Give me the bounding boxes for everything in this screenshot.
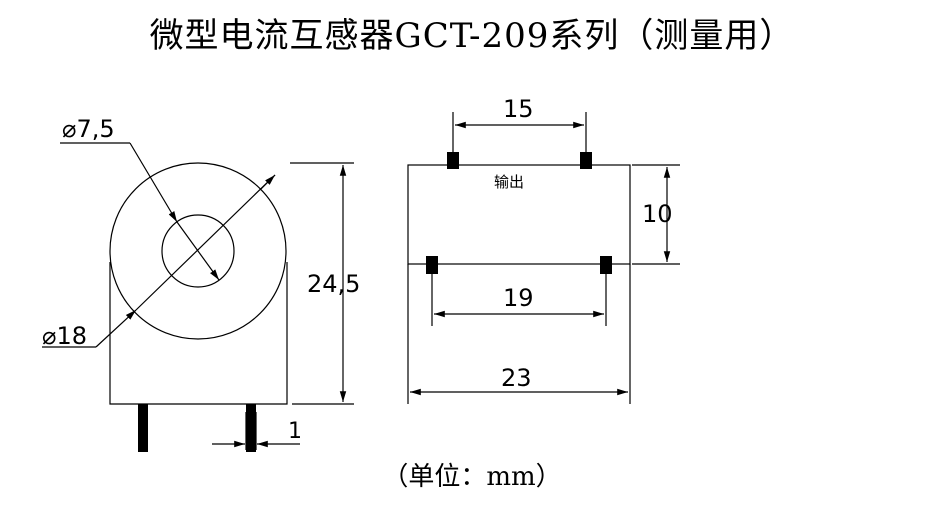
outer-ring — [109, 162, 287, 340]
outer-diameter-label: ⌀18 — [42, 322, 87, 350]
front-view — [42, 142, 354, 452]
side-pin-bottom-left — [426, 256, 438, 274]
side-pin-bottom-right — [600, 256, 612, 274]
front-pin-left — [138, 404, 148, 452]
height-label: 24,5 — [307, 270, 360, 298]
front-body-outline — [109, 262, 288, 405]
side-view — [407, 112, 680, 404]
front-pin-right — [246, 404, 256, 452]
side-pin-top-left — [447, 152, 459, 169]
inner-hole — [161, 214, 235, 288]
bottom-spacing-label: 19 — [503, 284, 534, 312]
diagram-title: 微型电流互感器GCT-209系列（测量用） — [149, 16, 795, 56]
inner-diameter-label: ⌀7,5 — [62, 115, 115, 143]
pin-width-label: 1 — [288, 419, 302, 444]
top-spacing-label: 15 — [503, 95, 534, 123]
output-label: 输出 — [494, 173, 524, 191]
side-pin-top-right — [580, 152, 592, 169]
unit-note: （单位：mm） — [382, 462, 562, 492]
thickness-label: 10 — [642, 200, 673, 228]
width-label: 23 — [501, 364, 532, 392]
side-body — [407, 164, 631, 265]
